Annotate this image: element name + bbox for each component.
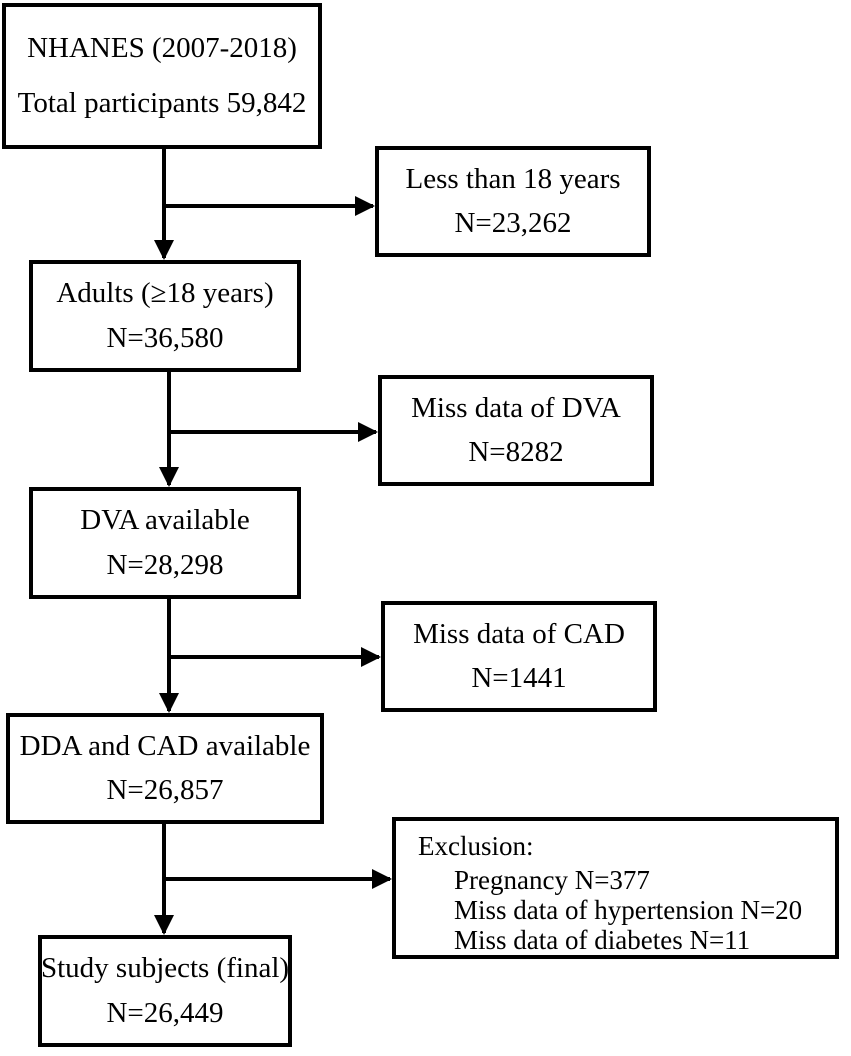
exclusion-misscad-count: N=1441 xyxy=(471,662,567,694)
exclusion-lt18-count: N=23,262 xyxy=(454,207,572,239)
exclusion-item-pregnancy: Pregnancy N=377 xyxy=(454,865,650,895)
step-final-count: N=26,449 xyxy=(106,996,224,1029)
step-dda-title: DDA and CAD available xyxy=(19,730,311,762)
step-box-study-subjects: Study subjects (final) N=26,449 xyxy=(38,935,292,1047)
step-dda-count: N=26,857 xyxy=(106,774,224,806)
step-box-adults: Adults (≥18 years) N=36,580 xyxy=(29,260,301,372)
step-box-nhanes: NHANES (2007-2018) Total participants 59… xyxy=(2,3,322,149)
exclusion-box-miss-dva: Miss data of DVA N=8282 xyxy=(378,375,654,486)
exclusion-missdva-title: Miss data of DVA xyxy=(411,392,621,424)
step-nhanes-title: NHANES (2007-2018) xyxy=(27,31,297,64)
exclusion-list-title: Exclusion: xyxy=(418,831,534,861)
step-box-dda-cad-available: DDA and CAD available N=26,857 xyxy=(6,713,324,824)
exclusion-box-miss-cad: Miss data of CAD N=1441 xyxy=(381,601,657,712)
step-dva-title: DVA available xyxy=(80,504,250,537)
step-final-title: Study subjects (final) xyxy=(40,952,290,985)
step-nhanes-count: Total participants 59,842 xyxy=(17,87,307,120)
step-dva-count: N=28,298 xyxy=(106,548,224,581)
step-adults-title: Adults (≥18 years) xyxy=(56,277,274,310)
step-box-dva-available: DVA available N=28,298 xyxy=(29,487,301,599)
exclusion-misscad-title: Miss data of CAD xyxy=(413,618,625,650)
exclusion-box-less-than-18: Less than 18 years N=23,262 xyxy=(375,146,651,257)
exclusion-lt18-title: Less than 18 years xyxy=(405,163,621,195)
exclusion-item-hypertension: Miss data of hypertension N=20 xyxy=(454,895,803,925)
step-adults-count: N=36,580 xyxy=(106,321,224,354)
exclusion-box-final-criteria: Exclusion: Pregnancy N=377 Miss data of … xyxy=(392,817,839,959)
exclusion-missdva-count: N=8282 xyxy=(468,436,564,468)
exclusion-item-diabetes: Miss data of diabetes N=11 xyxy=(454,925,751,955)
